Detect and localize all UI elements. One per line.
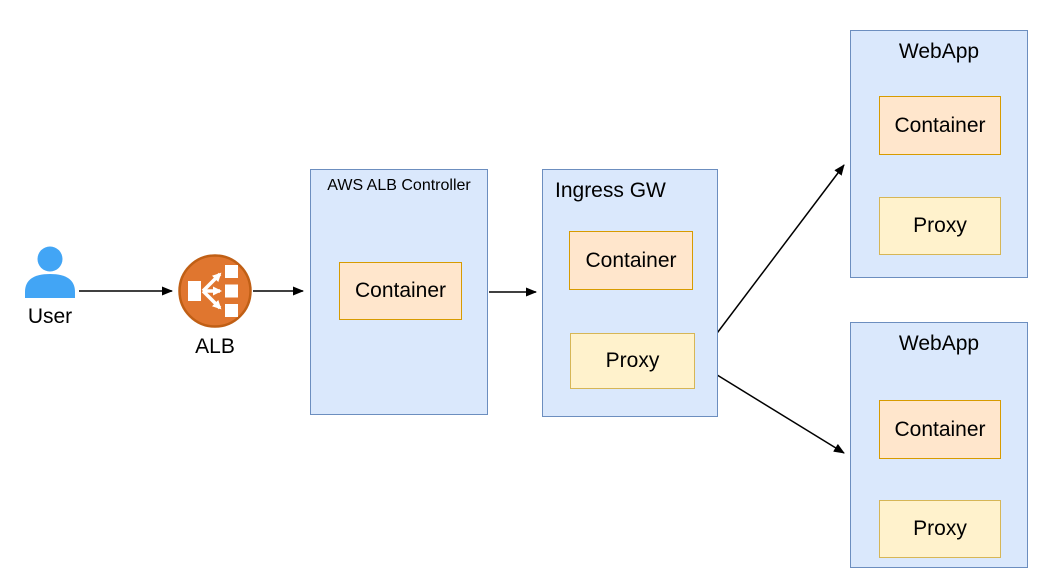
user-icon xyxy=(22,246,78,302)
webapp-bottom-container-node: Container xyxy=(879,400,1001,459)
user-label: User xyxy=(27,305,73,328)
group-title: WebApp xyxy=(898,40,980,63)
group-title: AWS ALB Controller xyxy=(327,177,471,194)
user-node: User xyxy=(18,246,82,329)
webapp-bottom-proxy-node: Proxy xyxy=(879,500,1001,558)
arrow-proxy-to-webapp-bottom xyxy=(695,361,845,454)
arrow-proxy-to-webapp-top xyxy=(695,164,845,362)
webapp-top-proxy-node: Proxy xyxy=(879,197,1001,255)
alb-label: ALB xyxy=(195,335,235,358)
ingress-proxy-node: Proxy xyxy=(570,333,695,389)
webapp-top-container-node: Container xyxy=(879,96,1001,155)
alb-icon xyxy=(178,254,252,332)
controller-container-node: Container xyxy=(339,262,462,320)
alb-node: ALB xyxy=(178,254,252,359)
group-title: Ingress GW xyxy=(555,179,666,202)
group-title: WebApp xyxy=(898,332,980,355)
ingress-container-node: Container xyxy=(569,231,693,290)
